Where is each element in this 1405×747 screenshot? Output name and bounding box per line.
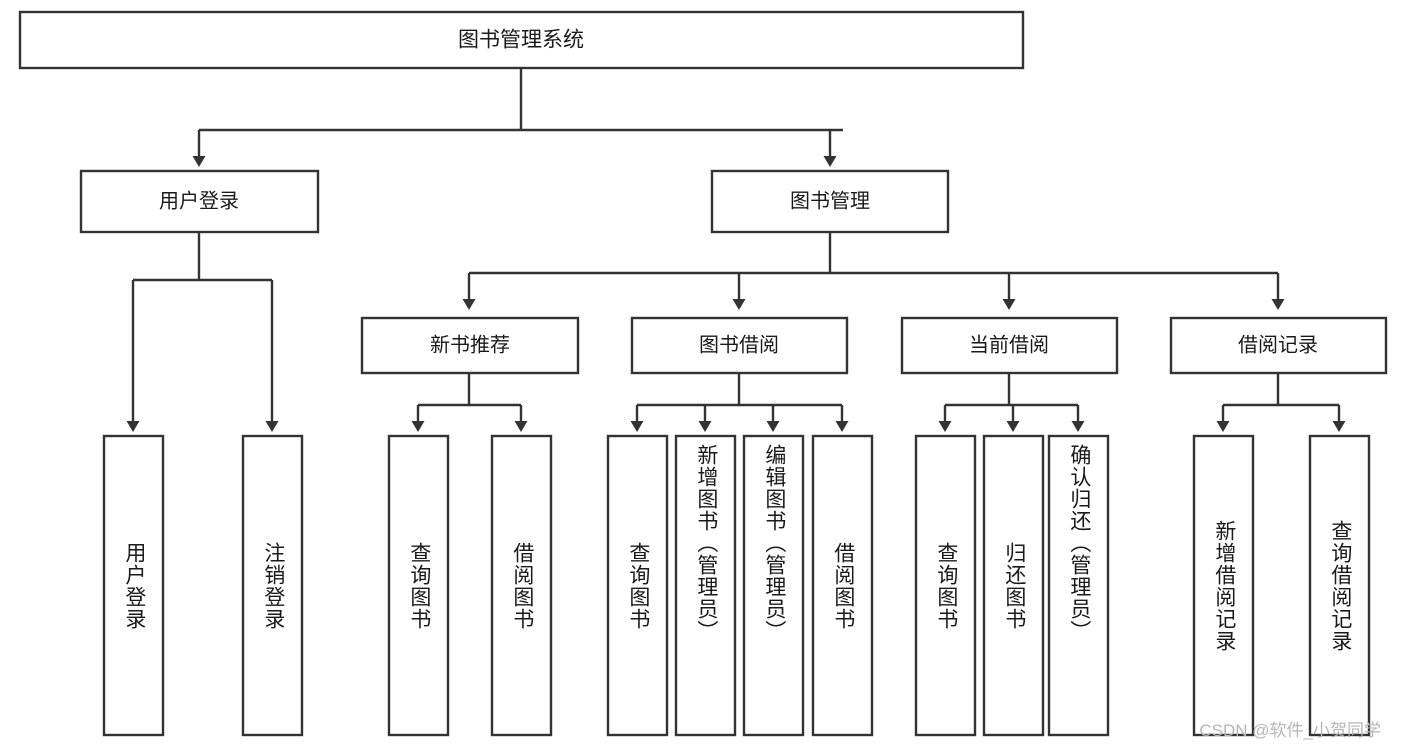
- node-new-book-recommend[interactable]: 新书推荐: [360, 316, 580, 375]
- node-root-label: 图书管理系统: [458, 29, 584, 52]
- leaf-boxes-user-login: [102, 434, 304, 737]
- leaf-box-new-book-2[interactable]: [490, 434, 553, 737]
- leaf-box-record-2[interactable]: [1308, 434, 1371, 737]
- leaf-box-borrow-3[interactable]: [742, 434, 805, 737]
- leaf-box-current-2[interactable]: [982, 434, 1045, 737]
- node-book-mgmt-label: 图书管理: [790, 189, 870, 212]
- csdn-watermark: CSDN @软件_小贺同学: [1199, 721, 1381, 740]
- edges-borrow-to-leaves: [630, 373, 849, 432]
- node-new-book-recommend-box[interactable]: [360, 316, 580, 375]
- node-book-borrow-box[interactable]: [630, 316, 849, 375]
- node-current-borrow-label: 当前借阅: [969, 333, 1049, 356]
- node-book-borrow[interactable]: 图书借阅: [630, 316, 849, 375]
- node-current-borrow-box[interactable]: [900, 316, 1119, 375]
- node-book-mgmt-box[interactable]: [710, 169, 950, 234]
- leaf-box-current-3[interactable]: [1047, 434, 1110, 737]
- node-book-borrow-label: 图书借阅: [699, 333, 779, 356]
- leaf-box-new-book-1[interactable]: [387, 434, 450, 737]
- node-current-borrow[interactable]: 当前借阅: [900, 316, 1119, 375]
- leaf-box-user-login-1[interactable]: [102, 434, 165, 737]
- node-user-login-box[interactable]: [79, 169, 320, 234]
- leaf-box-borrow-1[interactable]: [606, 434, 669, 737]
- node-borrow-record-box[interactable]: [1169, 316, 1388, 375]
- node-new-book-recommend-label: 新书推荐: [430, 333, 510, 356]
- node-book-mgmt[interactable]: 图书管理: [710, 169, 950, 234]
- leaf-box-borrow-4[interactable]: [811, 434, 874, 737]
- node-root-box[interactable]: [18, 10, 1025, 70]
- edges-root-to-level1: [192, 68, 843, 167]
- node-borrow-record-label: 借阅记录: [1238, 333, 1318, 356]
- edges-record-to-leaves: [1216, 373, 1346, 432]
- leaf-box-record-1[interactable]: [1192, 434, 1255, 737]
- leaf-box-user-login-2[interactable]: [241, 434, 304, 737]
- node-borrow-record[interactable]: 借阅记录: [1169, 316, 1388, 375]
- node-user-login[interactable]: 用户登录: [79, 169, 320, 234]
- leaf-boxes-record: [1192, 434, 1371, 737]
- edges-userlogin-to-leaves: [126, 232, 279, 432]
- node-user-login-label: 用户登录: [159, 189, 239, 212]
- leaf-boxes-borrow: [606, 434, 874, 737]
- leaf-box-current-1[interactable]: [914, 434, 977, 737]
- edges-current-to-leaves: [938, 373, 1085, 432]
- leaf-boxes-current: [914, 434, 1110, 737]
- edges-bookmgmt-to-level2: [462, 232, 1285, 310]
- node-root[interactable]: 图书管理系统: [18, 10, 1025, 70]
- leaf-boxes-new-book: [387, 434, 553, 737]
- leaf-box-borrow-2[interactable]: [674, 434, 737, 737]
- edges-newbook-to-leaves: [411, 373, 528, 432]
